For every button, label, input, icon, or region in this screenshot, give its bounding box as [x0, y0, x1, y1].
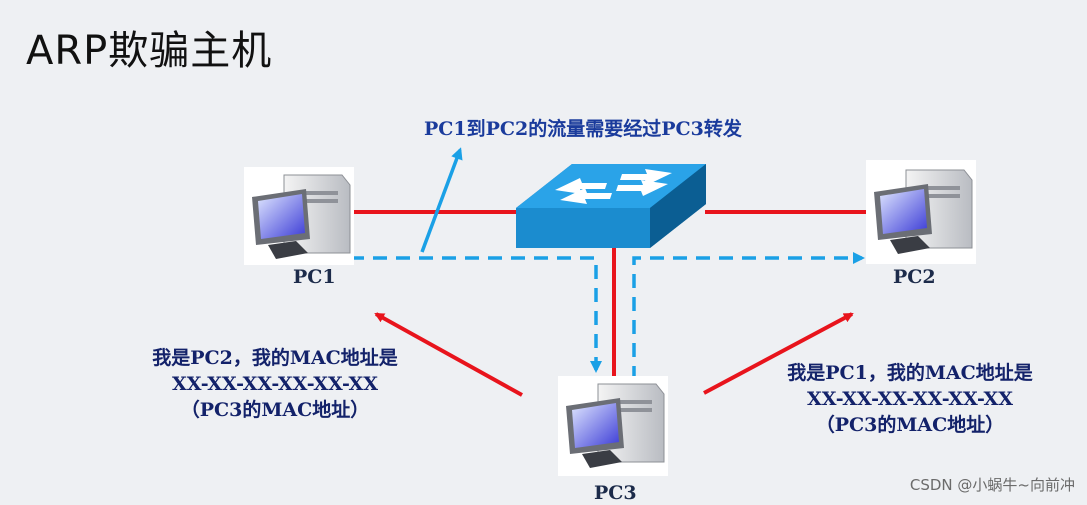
switch-icon: [516, 164, 706, 248]
flow-note: PC1到PC2的流量需要经过PC3转发: [424, 118, 742, 140]
spoof-arrow-to-pc2: [703, 312, 854, 395]
claim-right-line3: （PC3的MAC地址）: [815, 414, 1005, 436]
pc1-label: PC1: [293, 266, 336, 288]
pc3-computer-icon: [558, 376, 668, 476]
pc1-computer-icon: [244, 167, 354, 265]
claim-right-line1: 我是PC1，我的MAC地址是: [787, 362, 1033, 384]
flow-pc1-to-pc3: [350, 256, 602, 373]
spoof-claim-left: 我是PC2，我的MAC地址是 XX-XX-XX-XX-XX-XX （PC3的MA…: [120, 345, 430, 423]
spoof-claim-right: 我是PC1，我的MAC地址是 XX-XX-XX-XX-XX-XX （PC3的MA…: [755, 360, 1065, 438]
pc2-computer-icon: [866, 160, 976, 264]
claim-right-line2: XX-XX-XX-XX-XX-XX: [806, 388, 1014, 410]
claim-left-line3: （PC3的MAC地址）: [180, 399, 370, 421]
pc2-label: PC2: [893, 266, 936, 288]
claim-left-line2: XX-XX-XX-XX-XX-XX: [171, 373, 379, 395]
page-title: ARP欺骗主机: [26, 28, 273, 74]
flow-pc3-to-pc2: [632, 252, 865, 380]
note-pointer-arrow: [420, 147, 463, 253]
claim-left-line1: 我是PC2，我的MAC地址是: [152, 347, 398, 369]
watermark: CSDN @小蜗牛~向前冲: [909, 476, 1075, 494]
pc3-label: PC3: [594, 482, 637, 504]
spoof-arrow-to-pc1: [374, 312, 523, 397]
